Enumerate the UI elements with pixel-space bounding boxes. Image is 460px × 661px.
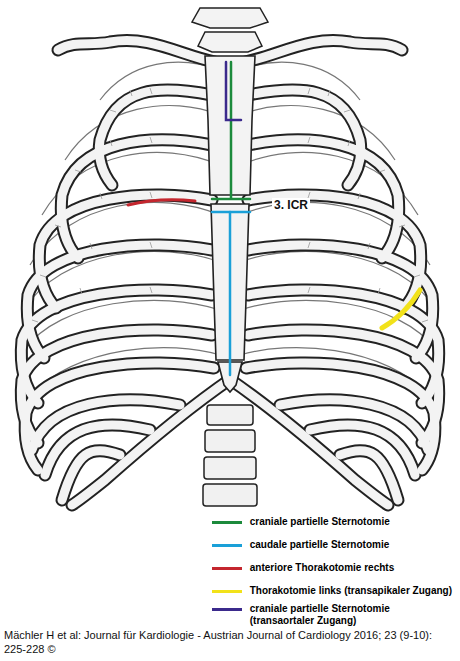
legend-swatch: [212, 567, 242, 570]
legend-text: anteriore Thorakotomie rechts: [248, 562, 396, 574]
legend-text: Thorakotomie links (transapikaler Zugang…: [248, 585, 454, 597]
legend-text: craniale partielle Sternotomie: [248, 516, 392, 528]
legend-swatch: [212, 544, 242, 547]
region-label: 3. ICR: [272, 198, 310, 212]
legend-text: caudale partielle Sternotomie: [248, 539, 392, 551]
legend-swatch: [212, 521, 242, 524]
legend-swatch: [212, 608, 242, 611]
figure-caption: Mächler H et al: Journal für Kardiologie…: [4, 628, 454, 656]
legend-text: craniale partielle Sternotomie (transaor…: [248, 603, 397, 627]
legend-swatch: [212, 590, 242, 593]
